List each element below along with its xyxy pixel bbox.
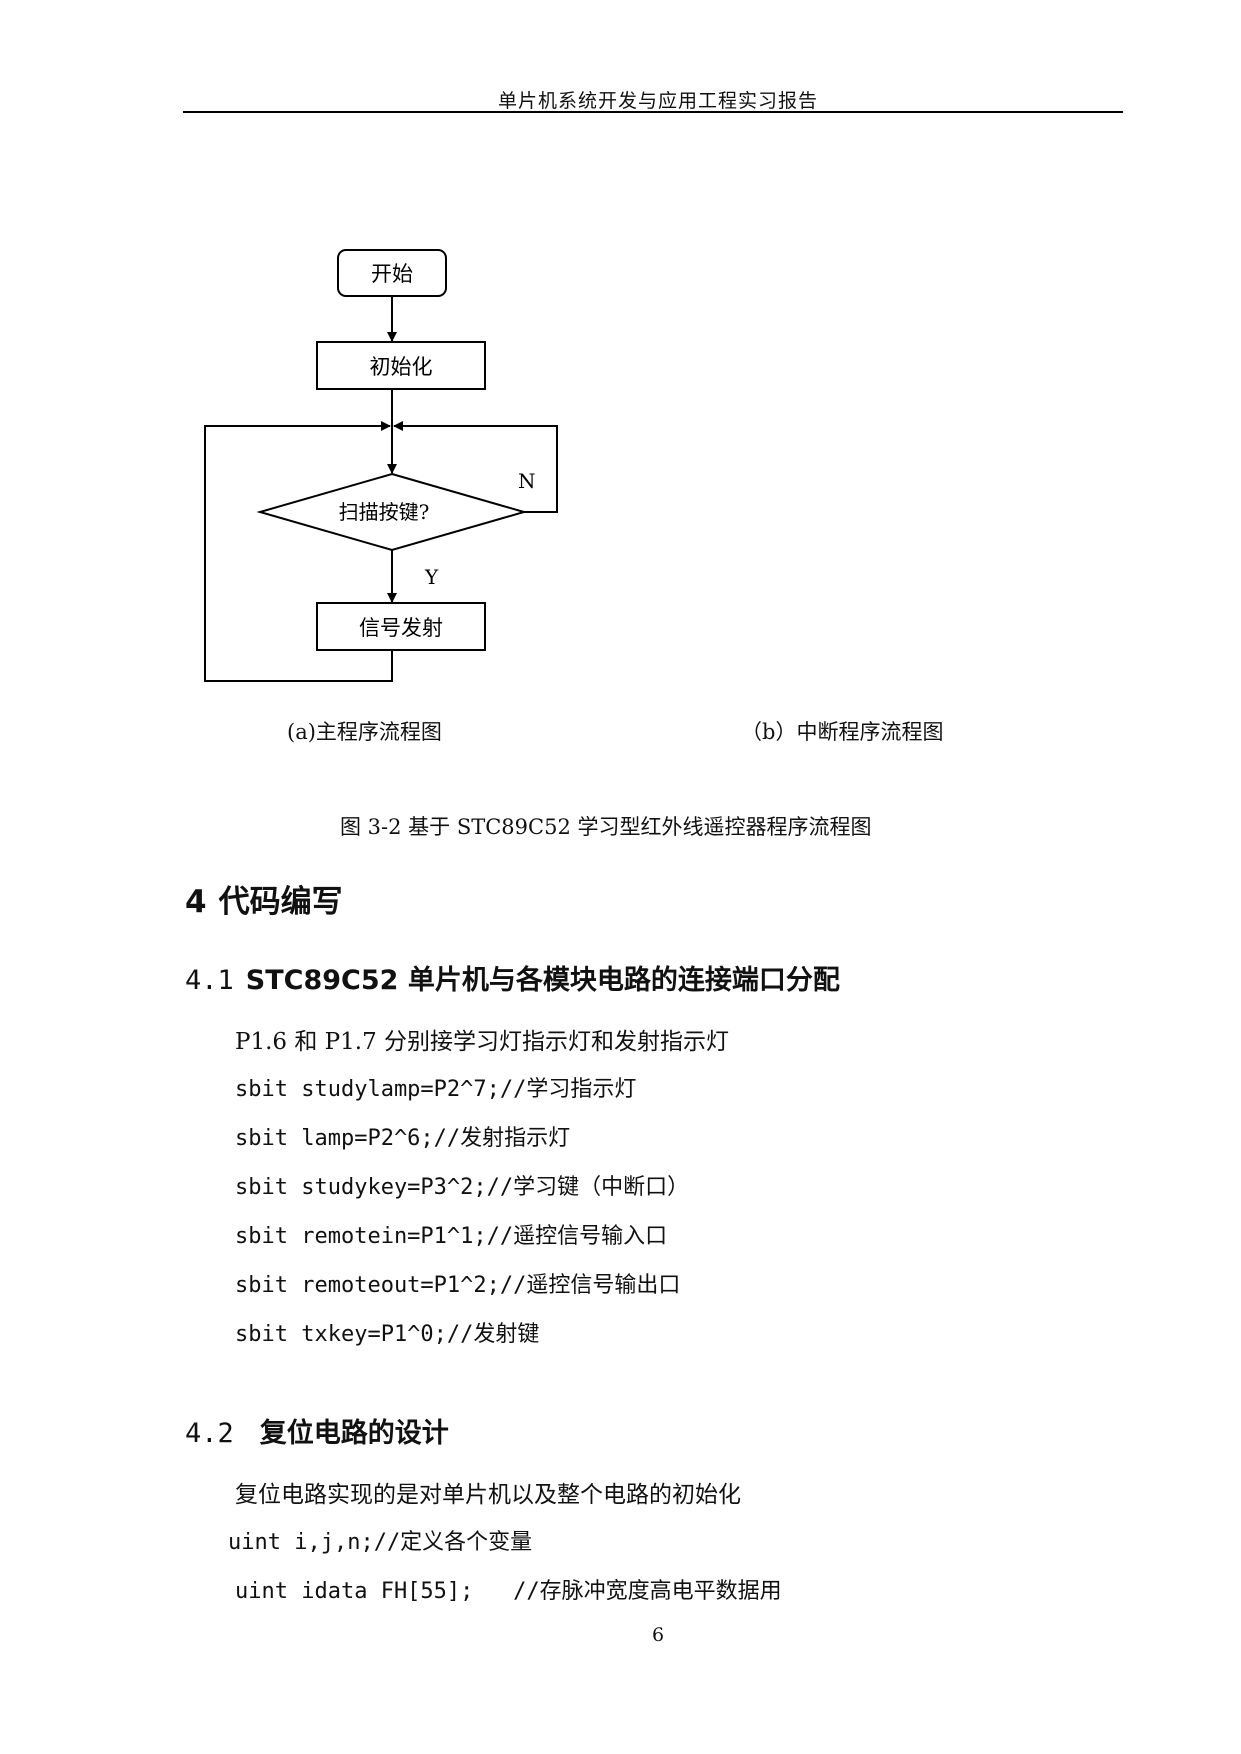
code-line: uint i,j,n;//定义各个变量 xyxy=(228,1530,533,1555)
code-line: sbit remotein=P1^1;//遥控信号输入口 xyxy=(235,1224,668,1249)
init-node-label: 初始化 xyxy=(370,355,433,379)
code-line: sbit studykey=P3^2;//学习键（中断口） xyxy=(235,1175,690,1200)
section-4-2-title: 复位电路的设计 xyxy=(259,1418,449,1449)
caption-interrupt-program: （b）中断程序流程图 xyxy=(741,720,944,744)
code-line: sbit remoteout=P1^2;//遥控信号输出口 xyxy=(235,1273,681,1298)
code-line: sbit txkey=P1^0;//发射键 xyxy=(235,1322,540,1347)
section-4-2-intro: 复位电路实现的是对单片机以及整个电路的初始化 xyxy=(235,1482,741,1508)
no-label: N xyxy=(518,469,536,493)
section-4-1-heading: 4.1 STC89C52 单片机与各模块电路的连接端口分配 xyxy=(185,958,840,997)
section-4-title: 代码编写 xyxy=(218,884,343,920)
start-node-label: 开始 xyxy=(371,262,413,286)
header-rule xyxy=(183,111,1123,113)
code-line: sbit studylamp=P2^7;//学习指示灯 xyxy=(235,1077,637,1102)
return-loop-line xyxy=(204,421,393,682)
action-node-label: 信号发射 xyxy=(359,616,443,640)
section-4-number: 4 xyxy=(185,884,207,920)
figure-caption: 图 3-2 基于 STC89C52 学习型红外线遥控器程序流程图 xyxy=(340,815,872,839)
decision-node-label: 扫描按键? xyxy=(339,500,430,524)
section-4-1-number: 4.1 xyxy=(185,965,234,996)
page-number: 6 xyxy=(651,1624,665,1646)
section-4-2-heading: 4.2 复位电路的设计 xyxy=(185,1411,449,1450)
section-4-heading: 4 代码编写 xyxy=(185,876,343,921)
no-branch-line xyxy=(393,421,558,513)
caption-main-program: (a)主程序流程图 xyxy=(287,720,442,744)
section-4-2-number: 4.2 xyxy=(185,1418,234,1449)
running-header: 单片机系统开发与应用工程实习报告 xyxy=(497,90,818,112)
init-node xyxy=(316,341,486,390)
code-line: uint idata FH[55]; //存脉冲宽度高电平数据用 xyxy=(235,1579,782,1604)
section-4-1-title: STC89C52 单片机与各模块电路的连接端口分配 xyxy=(245,965,840,996)
section-4-1-intro: P1.6 和 P1.7 分别接学习灯指示灯和发射指示灯 xyxy=(235,1029,730,1055)
code-line: sbit lamp=P2^6;//发射指示灯 xyxy=(235,1126,571,1151)
action-node xyxy=(316,602,486,651)
yes-label: Y xyxy=(424,565,439,589)
main-program-flowchart: 开始 初始化 扫描按键? N Y 信号发射 xyxy=(204,249,558,682)
